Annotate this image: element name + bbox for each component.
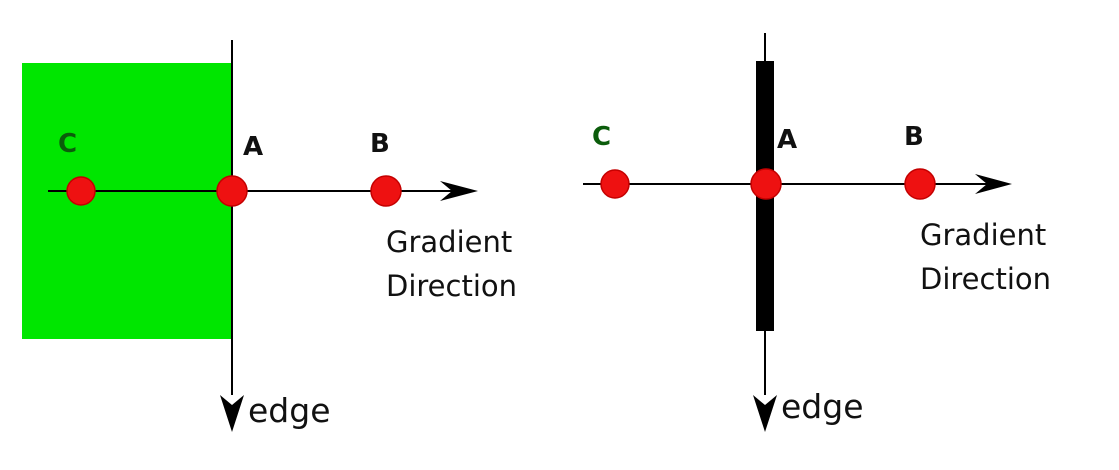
left-point-a <box>216 175 248 207</box>
right-gradient-arrowhead-icon <box>975 174 1012 194</box>
left-diagram: C A B Gradient Direction edge <box>22 40 517 432</box>
right-label-b: B <box>904 122 924 152</box>
right-diagram: C A B Gradient Direction edge <box>583 33 1051 432</box>
left-point-b <box>370 175 402 207</box>
right-point-c <box>600 169 630 199</box>
left-label-b: B <box>370 129 390 159</box>
left-label-c: C <box>58 129 77 159</box>
right-point-b <box>904 168 936 200</box>
right-gradient-label-line1: Gradient <box>920 218 1046 252</box>
right-label-a: A <box>777 125 797 155</box>
left-label-a: A <box>243 132 263 162</box>
left-gradient-label-line1: Gradient <box>386 225 512 259</box>
right-label-c: C <box>592 122 611 152</box>
right-edge-arrowhead-icon <box>753 395 777 432</box>
right-gradient-label-line2: Direction <box>920 262 1051 296</box>
left-point-c <box>66 176 96 206</box>
left-gradient-label-line2: Direction <box>386 269 517 303</box>
green-region <box>22 63 232 339</box>
left-edge-label: edge <box>248 391 331 430</box>
right-point-a <box>750 168 782 200</box>
left-edge-arrowhead-icon <box>220 395 244 432</box>
left-gradient-arrowhead-icon <box>440 181 478 201</box>
right-edge-label: edge <box>781 387 864 426</box>
